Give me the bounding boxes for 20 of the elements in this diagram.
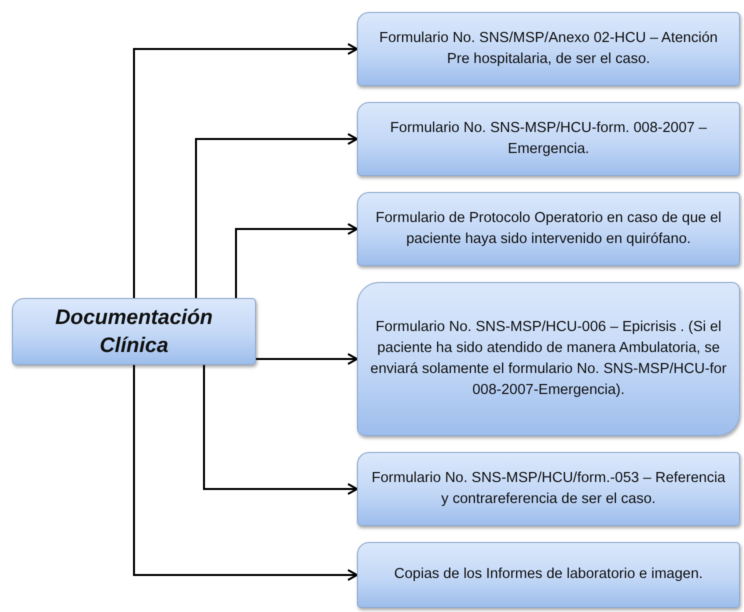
connector-arrow (133, 43, 358, 298)
document-label: Formulario No. SNS-MSP/HCU-006 – Epicrisis . (Si el paciente ha sido atendido de manera Ambulatoria, se enviará solamente el formulario No. SNS-MSP/HCU-for 008-2007-Emergencia). (369, 318, 728, 400)
document-box (357, 542, 740, 608)
connector-arrow (195, 133, 358, 298)
document-label: Formulario de Protocolo Operatorio en caso de que el paciente haya sido intervenido en quirófano. (374, 208, 722, 249)
document-label: Copias de los Informes de laboratorio e imagen. (394, 565, 703, 584)
document-label: Formulario No. SNS-MSP/HCU-form. 008-2007 – Emergencia. (389, 118, 708, 159)
document-label: Formulario No. SNS/MSP/Anexo 02-HCU – Atención Pre hospitalaria, de ser el caso. (378, 28, 719, 69)
document-box (357, 282, 740, 436)
document-label: Formulario No. SNS-MSP/HCU/form.-053 – Referencia y contrareferencia de ser el caso. (370, 468, 726, 509)
connector-arrow (235, 223, 358, 298)
connector-arrow (203, 365, 358, 495)
root-box (12, 298, 256, 365)
document-box (357, 192, 740, 266)
document-box (357, 12, 740, 86)
document-box (357, 102, 740, 176)
connector-arrow (256, 353, 358, 365)
document-box (357, 452, 740, 526)
root-label: Documentación Clínica (54, 305, 214, 358)
connector-arrow (133, 365, 358, 581)
